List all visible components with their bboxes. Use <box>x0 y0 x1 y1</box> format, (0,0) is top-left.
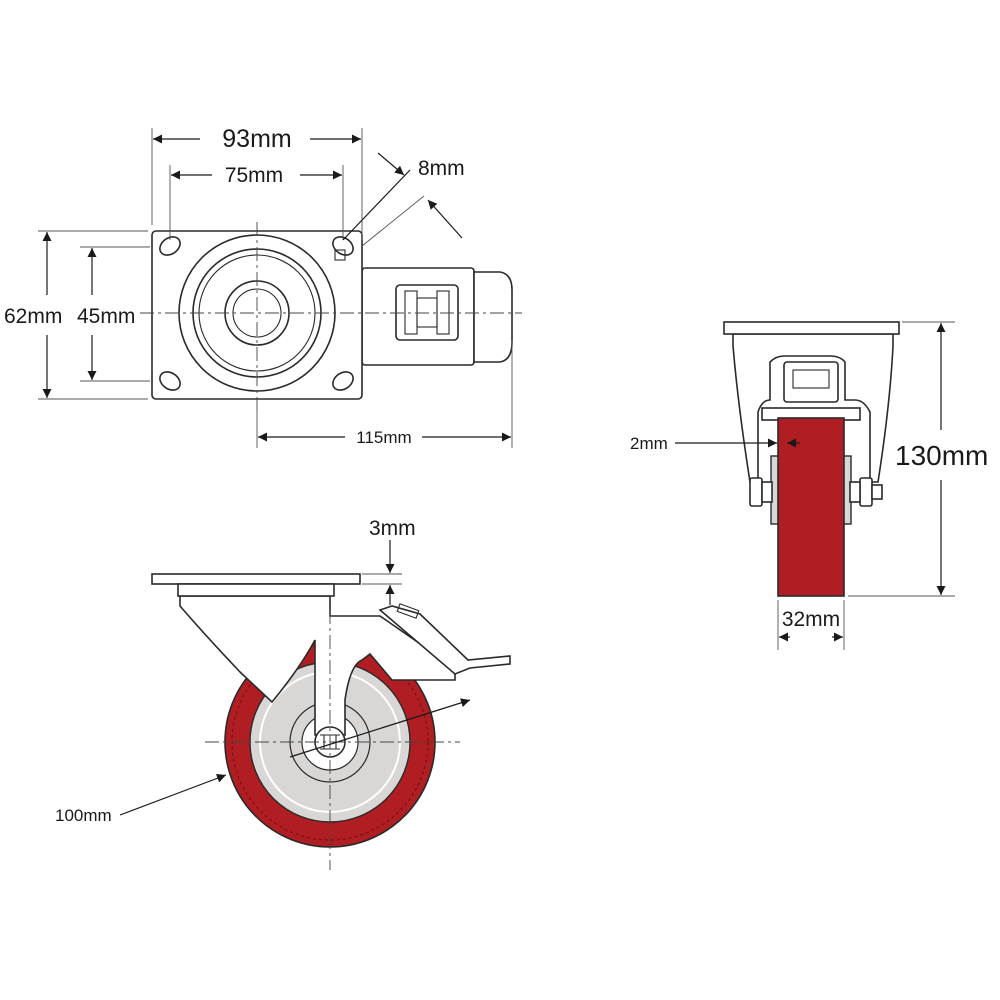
brake-housing-top <box>361 267 513 366</box>
offset-label: 2mm <box>630 434 668 453</box>
total-height-label: 130mm <box>895 440 988 471</box>
axle-bolts-side <box>749 477 883 507</box>
hole-spacing-length-label: 45mm <box>77 305 135 328</box>
wheel-side <box>777 417 845 597</box>
plate-width-label: 93mm <box>222 125 291 153</box>
overall-length-label: 115mm <box>356 428 411 447</box>
hole-diameter-label: 8mm <box>418 157 465 180</box>
wheel-width-label: 32mm <box>782 608 840 631</box>
plate-thickness-label: 3mm <box>369 517 416 540</box>
mounting-plate-side <box>723 321 900 335</box>
side-view: 2mm 130mm 32mm <box>630 321 988 650</box>
brake-lever-front <box>378 605 511 675</box>
mounting-holes <box>159 236 354 391</box>
wheel-diameter-label: 100mm <box>55 806 112 825</box>
fork-side <box>732 333 894 483</box>
front-view: 100mm 3mm <box>55 517 511 870</box>
plate-length-label: 62mm <box>4 305 62 328</box>
fork-front <box>179 595 456 736</box>
mounting-plate-front <box>151 573 361 585</box>
hole-spacing-width-label: 75mm <box>225 164 283 187</box>
swivel-bearing-top <box>178 234 336 392</box>
top-view: 93mm 75mm 8mm 62mm 45mm 115mm <box>4 125 522 448</box>
